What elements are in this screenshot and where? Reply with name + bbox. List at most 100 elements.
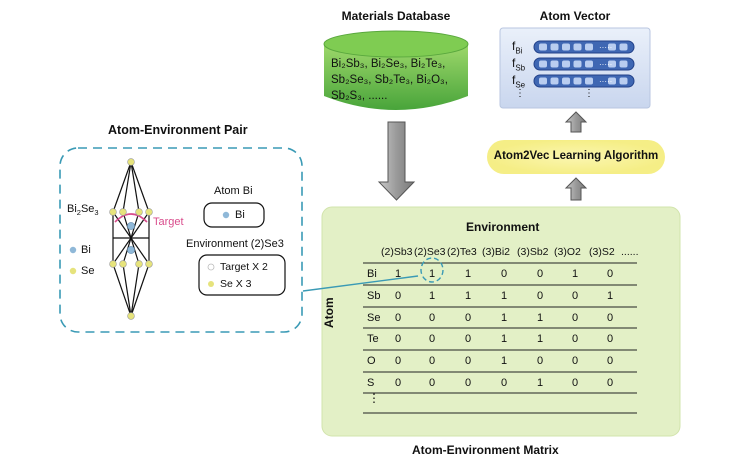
vector-cell (573, 77, 582, 85)
matrix-cell: 1 (500, 290, 508, 302)
vector-cell (562, 60, 570, 68)
matrix-column-header: (2)Te3 (447, 246, 477, 258)
vector-cell (608, 60, 616, 68)
matrix-cell: 0 (571, 290, 579, 302)
vector-ellipsis: ····· (599, 60, 612, 69)
vector-more-dots-right: ⋮ (584, 88, 594, 99)
matrix-cell: 1 (500, 355, 508, 367)
crystal-structure (112, 161, 150, 317)
vector-cell (608, 43, 616, 51)
vector-ellipsis: ····· (599, 43, 612, 52)
matrix-cell: 0 (536, 290, 544, 302)
matrix-cell: 1 (500, 312, 508, 324)
matrix-cell: 0 (606, 333, 614, 345)
vector-bars (533, 40, 635, 88)
matrix-column-header: (2)Sb3 (381, 246, 413, 258)
matrix-cell: 0 (394, 290, 402, 302)
vector-cell (562, 77, 570, 85)
atom-box (203, 202, 265, 228)
matrix-cell: 0 (464, 355, 472, 367)
vector-cell (585, 43, 593, 51)
matrix-cell: 0 (571, 355, 579, 367)
vector-cell (573, 60, 582, 68)
vector-label-se: fSe (512, 73, 526, 90)
vector-cell (619, 60, 628, 68)
vector-cell (619, 43, 628, 51)
database-line-3: Sb₂S₃, ...... (331, 90, 388, 102)
matrix-cell: 0 (500, 377, 508, 389)
matrix-cell: 0 (536, 355, 544, 367)
matrix-cell: 0 (606, 355, 614, 367)
vector-cells: ····· ····· ····· (539, 43, 628, 86)
env-se-label: Se X 3 (220, 278, 252, 290)
arrow-up-icon (564, 111, 588, 201)
vector-cell (585, 77, 593, 85)
vector-cell (585, 60, 593, 68)
crystal-atoms (109, 158, 153, 320)
matrix-cell: 0 (464, 377, 472, 389)
matrix-cell: 0 (428, 355, 436, 367)
matrix-cell: 0 (606, 268, 614, 280)
matrix-more-rows: ⋮ (368, 391, 380, 405)
matrix-cell: 0 (394, 377, 402, 389)
matrix-column-header: (3)S2 (589, 246, 615, 258)
matrix-cell: 0 (428, 377, 436, 389)
matrix-cell: 1 (464, 268, 472, 280)
pair-dashed-box (59, 147, 303, 333)
matrix-column-header: (3)Bi2 (482, 246, 511, 258)
vector-cell (573, 43, 582, 51)
matrix-title: Environment (466, 220, 540, 234)
highlight-cell-circle (420, 257, 444, 283)
environment-label: Environment (2)Se3 (186, 238, 284, 250)
matrix-cell: 0 (428, 312, 436, 324)
matrix-cell: 0 (500, 268, 508, 280)
vector-more-dots: ⋮ (515, 88, 525, 99)
arrow-down-icon (377, 121, 416, 201)
matrix-cell: 0 (606, 312, 614, 324)
matrix-row-label: S (367, 377, 375, 389)
matrix-column-header: (2)Se3 (414, 246, 446, 258)
matrix-row-label: O (367, 355, 376, 367)
atom-label: Atom Bi (214, 185, 253, 197)
matrix-cell: 1 (428, 268, 436, 280)
vector-title: Atom Vector (539, 9, 611, 23)
pair-title: Atom-Environment Pair (108, 123, 248, 137)
vector-cell (550, 77, 559, 85)
database-line-2: Sb₂Se₃, Sb₂Te₃, Bi₂O₃, (331, 74, 448, 86)
target-arc (114, 213, 148, 223)
matrix-side-label: Atom (322, 297, 336, 328)
matrix-panel (321, 206, 681, 437)
database-line-1: Bi₂Sb₃, Bi₂Se₃, Bi₂Te₃, (331, 58, 446, 70)
matrix-row-label: Se (367, 312, 381, 324)
legend-se-label: Se (81, 265, 95, 277)
matrix-row-label: Te (367, 333, 379, 345)
matrix-cell: 0 (571, 333, 579, 345)
vector-ellipsis: ····· (599, 77, 612, 86)
vector-cell (539, 43, 547, 51)
matrix-caption: Atom-Environment Matrix (412, 443, 559, 457)
algorithm-label: Atom2Vec Learning Algorithm (493, 150, 659, 162)
matrix-row-label: Sb (367, 290, 381, 302)
legend-se-dot (69, 267, 77, 275)
matrix-column-header: (3)Sb2 (517, 246, 549, 258)
vector-cell (539, 77, 547, 85)
vector-cell (619, 77, 628, 85)
database-title: Materials Database (341, 9, 451, 23)
legend-bi-dot (69, 246, 77, 254)
atom-box-label: Bi (235, 209, 245, 221)
env-target-label: Target X 2 (220, 261, 268, 273)
vector-cell (550, 43, 559, 51)
connector-line (302, 275, 419, 292)
matrix-cell: 0 (428, 333, 436, 345)
matrix-cell: 0 (536, 268, 544, 280)
legend-bi-label: Bi (81, 244, 91, 256)
matrix-cell: 1 (536, 377, 544, 389)
matrix-cell: 1 (464, 290, 472, 302)
matrix-grid-lines (363, 262, 637, 414)
matrix-cell: 0 (394, 355, 402, 367)
matrix-column-header: ...... (621, 246, 639, 258)
matrix-cell: 1 (428, 290, 436, 302)
matrix-cell: 0 (464, 333, 472, 345)
matrix-column-header: (3)O2 (554, 246, 581, 258)
